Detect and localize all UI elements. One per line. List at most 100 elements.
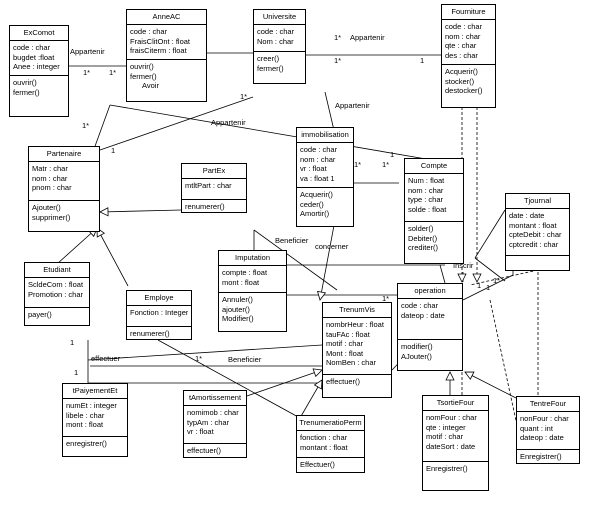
class-methods: effectuer() [323,375,391,388]
method: payer() [28,310,52,320]
attribute: fraisCiterm : float [130,46,187,56]
attribute: montant : float [300,442,348,452]
class-attributes: nomimob : char typAm : char vr : float [184,406,246,445]
class-methods: Acquerir() stocker() destocker() [442,65,495,97]
method: Acquerir() [300,190,333,200]
attribute: date : date [509,211,545,221]
method: stocker() [445,76,475,86]
attribute: Num : float [408,176,445,186]
attribute: numEt : integer [66,401,117,411]
attribute: fonction : char [300,433,348,443]
attribute: qte : integer [426,422,466,432]
attribute: Anee : integer [13,62,60,72]
class-attributes: Num : float nom : char type : char solde… [405,174,463,223]
class-methods: effectuer() [184,444,246,457]
attribute: compte : float [222,268,268,278]
class-title: Imputation [219,251,286,267]
label-l5: 1* [334,56,342,65]
method: fermer() [130,71,157,81]
class-attributes: nomFour : char qte : integer motif : cha… [423,411,488,463]
label-l18: Inscrir [453,261,474,270]
attribute: vr : float [187,427,214,437]
label-l14: 1* [382,160,390,169]
class-methods: renumerer() [182,200,246,213]
attribute: quant : int [520,423,553,433]
method: ajouter() [222,304,250,314]
class-tentrefour: TentreFour nonFour : char quant : int da… [516,396,580,464]
method: solder() [408,224,434,234]
class-title: Partenaire [29,147,99,163]
attribute: Nom : char [257,36,294,46]
label-l20: 1* [382,294,390,303]
class-trenumvis: TrenumVis nombrHeur : float tauFAc : flo… [322,302,392,398]
class-title: AnneAC [127,10,206,26]
class-attributes: fonction : char montant : float [297,431,364,459]
label-l22: 1 [486,283,491,292]
method: renumerer() [130,329,170,339]
label-l25: 1 [70,338,75,347]
class-methods: solder() Debiter() crediter() [405,222,463,254]
class-title: Universite [254,10,305,26]
attribute: nombrHeur : float [326,320,384,330]
attribute: motif : char [326,339,364,349]
attribute: qte : char [445,41,477,51]
method: Debiter() [408,233,438,243]
class-attributes: code : char nom : char vr : float va : f… [297,143,353,189]
attribute: code : char [257,27,295,37]
class-title: TentreFour [517,397,579,413]
attribute: solde : float [408,204,447,214]
class-attributes: code : char FraisClitOnt : float fraisCi… [127,25,206,61]
attribute: tauFAc : float [326,329,370,339]
label-l2: 1* [83,68,91,77]
class-methods: payer() [25,308,89,321]
class-immobilisation: immobilisation code : char nom : char vr… [296,127,354,227]
class-universite: Universite code : char Nom : char creer(… [253,9,306,84]
class-methods: ouvrir() fermer() Avoir [127,60,206,92]
class-tamortissement: tAmortissement nomimob : char typAm : ch… [183,390,247,458]
attribute: cptcredit : char [509,239,559,249]
class-methods: creer() fermer() [254,52,305,75]
class-methods: Ajouter() supprimer() [29,201,99,224]
attribute: nom : char [300,154,336,164]
attribute: Fonction : Integer [130,308,188,318]
attribute: code : char [445,22,483,32]
method: crediter() [408,243,439,253]
class-attributes: Matr : char nom : char pnom : char [29,162,99,202]
attribute: nomFour : char [426,413,477,423]
method: supprimer() [32,212,71,222]
class-methods: modifier() AJouter() [398,340,462,363]
class-attributes: date : date montant : float cpteDebit : … [506,209,569,257]
attribute: bugdet :float [13,52,55,62]
class-attributes: nombrHeur : float tauFAc : float motif :… [323,318,391,376]
class-title: immobilisation [297,128,353,144]
class-title: Compte [405,159,463,175]
method: Avoir [142,81,159,91]
class-title: TrenumeratioPerm [297,416,364,432]
class-title: Etudiant [25,263,89,279]
class-partex: PartEx mtltPart : char renumerer() [181,163,247,213]
attribute: ScldeCom : float [28,280,84,290]
class-attributes: nonFour : char quant : int dateop : date [517,412,579,451]
class-methods: Acquerir() ceder() Amortir() [297,188,353,220]
class-trenumeratioperm: TrenumeratioPerm fonction : char montant… [296,415,365,473]
label-l6: Appartenir [350,33,385,42]
method: Enregistrer() [520,452,562,462]
attribute: code : char [13,43,51,53]
attribute: Matr : char [32,164,68,174]
label-l26: 1* [195,354,203,363]
label-l21: 1 [477,281,482,290]
class-attributes: numEt : integer libele : char mont : flo… [63,399,127,438]
label-l13: 1 [390,150,395,159]
attribute: nonFour : char [520,414,569,424]
class-attributes: Fonction : Integer [127,306,191,328]
class-operation: operation code : char dateop : date modi… [397,283,463,371]
attribute: typAm : char [187,417,230,427]
method: renumerer() [185,202,225,212]
attribute: dateSort : date [426,441,476,451]
method: Modifier() [222,314,254,324]
class-title: operation [398,284,462,300]
class-fourniture: Fourniture code : char nom : char qte : … [441,4,496,108]
class-attributes: code : char nom : char qte : char des : … [442,20,495,66]
class-title: Tjournal [506,194,569,210]
